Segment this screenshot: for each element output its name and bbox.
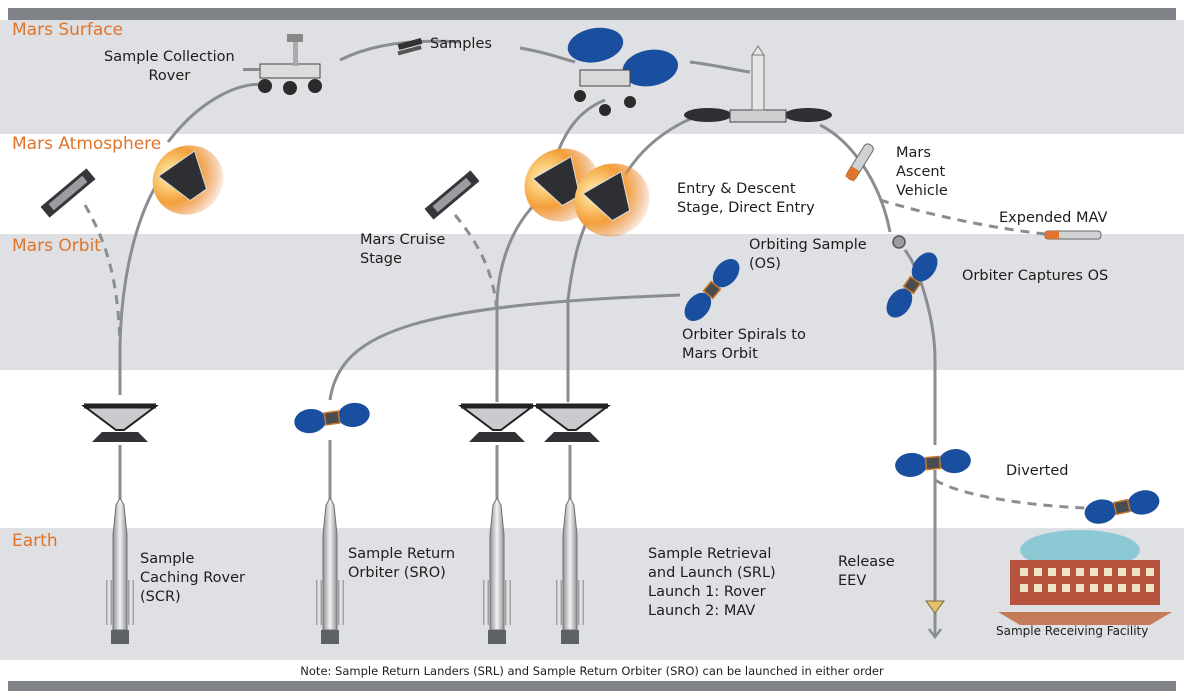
expended-mav-icon [1044, 230, 1102, 240]
diverted-dash [934, 478, 1086, 510]
scr-launch-rocket [106, 496, 134, 644]
label-orbiting-sample: Orbiting Sample (OS) [749, 237, 867, 272]
mav-lander [684, 45, 832, 123]
sro-orbiter-earth [294, 402, 370, 434]
label-sro: Sample Return Orbiter (SRO) [348, 546, 456, 581]
orbiter-return-icon [895, 449, 971, 477]
zone-label-mars-atmosphere: Mars Atmosphere [12, 134, 162, 154]
sample-collection-rover [243, 34, 322, 95]
srl-entry-capsule-2 [574, 163, 650, 237]
label-mars-cruise-stage: Mars Cruise Stage [360, 232, 446, 267]
label-sample-receiving-facility: Sample Receiving Facility [996, 624, 1149, 638]
orbiter-diverted-icon [1084, 490, 1160, 524]
orbiter-spiral-icon [684, 258, 740, 322]
label-orbiter-captures: Orbiter Captures OS [962, 268, 1109, 284]
cruise-stage-paths [83, 198, 1086, 510]
label-samples: Samples [430, 36, 492, 52]
orbiting-sample-icon [892, 235, 906, 249]
label-sample-collection-rover: Sample Collection Rover [104, 49, 235, 84]
mars-orbit-band [0, 234, 1184, 370]
eev-capsule-icon [925, 600, 945, 640]
label-expended-mav: Expended MAV [999, 210, 1108, 226]
orbiter-capture-icon [886, 252, 938, 318]
earth-band [0, 528, 1184, 660]
srl-launch-rocket-2 [556, 496, 584, 644]
label-release-eev: Release EEV [838, 554, 895, 589]
scr-aeroshell [81, 403, 159, 442]
label-diverted: Diverted [1006, 463, 1069, 479]
expended-mav-dash [879, 198, 1046, 236]
srl-cruise-dash [453, 214, 499, 316]
footnote: Note: Sample Return Landers (SRL) and Sa… [300, 664, 884, 678]
label-orbiter-spirals: Orbiter Spirals to Mars Orbit [682, 327, 806, 362]
scr-cruise-stage [40, 168, 96, 218]
scr-entry-capsule [152, 145, 224, 215]
srl1-entry-path [495, 193, 546, 402]
srl-aeroshell-1 [458, 403, 536, 442]
label-srl: Sample Retrieval and Launch (SRL) Launch… [648, 546, 776, 619]
sro-spiral-path [328, 293, 681, 401]
srl-launch-rocket-1 [483, 496, 511, 644]
samples-arc-b [519, 46, 576, 64]
zone-label-mars-orbit: Mars Orbit [12, 236, 101, 256]
zone-label-earth: Earth [12, 531, 58, 551]
label-entry-descent: Entry & Descent Stage, Direct Entry [677, 181, 815, 216]
scr-landing-path [166, 82, 271, 143]
mission-paths [118, 39, 937, 630]
sample-receiving-facility-building [998, 530, 1172, 625]
orbiter-descent-path [903, 249, 937, 445]
srl-aeroshell-2 [533, 403, 611, 442]
label-mars-ascent-vehicle: Mars Ascent Vehicle [896, 145, 948, 199]
samples-icon [397, 37, 423, 56]
samples-arc-c [689, 60, 751, 74]
sro-launch-rocket [316, 496, 344, 644]
fetch-rover-solar [567, 27, 679, 116]
bottom-border-bar [8, 681, 1176, 691]
scr-cruise-dash [83, 204, 122, 346]
top-border-bar [8, 8, 1176, 20]
label-scr: Sample Caching Rover (SCR) [140, 551, 245, 605]
mars-ascent-vehicle-icon [845, 143, 874, 182]
srl-cruise-stage [424, 170, 480, 220]
zone-label-mars-surface: Mars Surface [12, 20, 124, 40]
